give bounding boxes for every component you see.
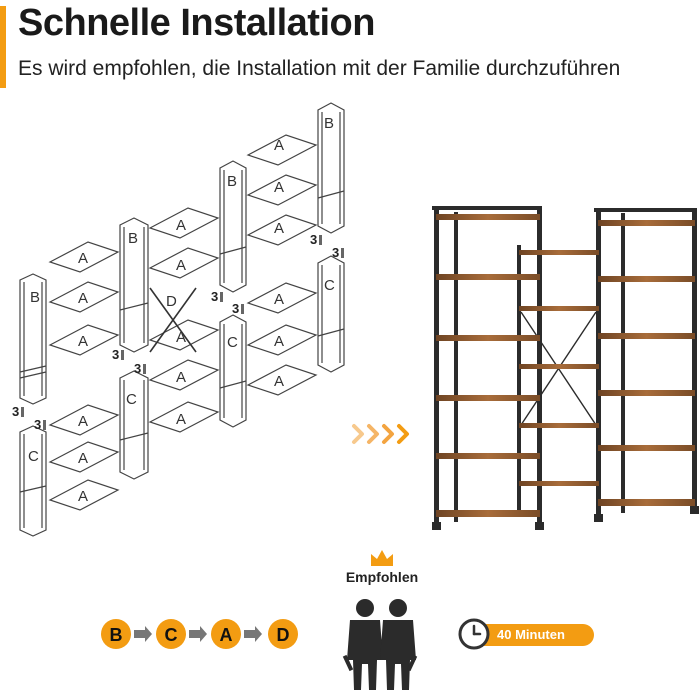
screw-count: 3: [34, 417, 41, 432]
frame-c-right: [317, 255, 345, 373]
part-label-a: A: [78, 488, 88, 505]
part-label-a: A: [176, 329, 186, 346]
part-label-c: C: [227, 334, 238, 351]
people-with-wrenches-icon: [342, 599, 418, 690]
step-label: D: [277, 625, 290, 645]
part-label-a: A: [274, 179, 284, 196]
part-label-a: A: [78, 290, 88, 307]
part-label-d: D: [166, 293, 177, 310]
part-label-c: C: [324, 277, 335, 294]
recommendation-badge: Empfohlen: [342, 550, 418, 690]
screw-count: 3: [134, 361, 141, 376]
exploded-parts-diagram: B C A A A A A A: [12, 102, 345, 537]
part-label-a: A: [176, 257, 186, 274]
part-label-a: A: [274, 373, 284, 390]
part-label-a: A: [274, 291, 284, 308]
part-label-b: B: [324, 115, 334, 132]
step-label: B: [110, 625, 123, 645]
part-label-b: B: [227, 173, 237, 190]
step-1: B: [101, 619, 131, 649]
step-label: A: [220, 625, 233, 645]
screw-count: 3: [211, 289, 218, 304]
part-label-a: A: [176, 369, 186, 386]
frame-b-right: [317, 102, 345, 234]
time-badge: 40 Minuten: [458, 618, 594, 650]
frame-c-mid-left: [119, 370, 149, 480]
assembly-steps: B C A D: [101, 619, 298, 649]
part-label-c: C: [126, 391, 137, 408]
frame-b-left: [19, 273, 47, 405]
part-label-a: A: [274, 137, 284, 154]
step-2: C: [156, 619, 186, 649]
step-3: A: [211, 619, 241, 649]
part-label-c: C: [28, 448, 39, 465]
frame-c-left: [19, 425, 47, 537]
cross-brace-d: [149, 287, 197, 353]
part-label-a: A: [176, 217, 186, 234]
part-label-a: A: [78, 250, 88, 267]
frame-b-mid-left: [119, 217, 149, 353]
page-title: Schnelle Installation: [18, 2, 375, 44]
shelf-a-group-2: [148, 207, 220, 433]
part-label-a: A: [176, 411, 186, 428]
part-label-b: B: [128, 230, 138, 247]
step-label: C: [165, 625, 178, 645]
time-label: 40 Minuten: [497, 627, 565, 642]
shelf-a-group-3: [246, 134, 318, 396]
progress-arrows: [352, 424, 409, 444]
assembled-bookshelf: [432, 206, 699, 530]
frame-c-mid-right: [219, 314, 247, 428]
screw-count: 3: [310, 232, 317, 247]
screw-count: 3: [232, 301, 239, 316]
page-subtitle: Es wird empfohlen, die Installation mit …: [18, 57, 621, 80]
part-label-a: A: [274, 220, 284, 237]
part-label-a: A: [78, 413, 88, 430]
part-label-b: B: [30, 289, 40, 306]
part-label-a: A: [78, 333, 88, 350]
step-4: D: [268, 619, 298, 649]
recommendation-label: Empfohlen: [346, 569, 418, 585]
step-arrow-icon: [244, 626, 262, 642]
step-arrow-icon: [134, 626, 152, 642]
screw-count: 3: [12, 404, 19, 419]
accent-bar: [0, 6, 6, 88]
frame-b-mid-right: [219, 160, 247, 293]
screw-indicators: 3 3 3 3 3 3 3 3: [12, 232, 344, 432]
clock-icon: [458, 618, 490, 650]
screw-count: 3: [332, 245, 339, 260]
crown-icon: [371, 550, 393, 566]
part-label-a: A: [274, 333, 284, 350]
part-label-a: A: [78, 450, 88, 467]
step-arrow-icon: [189, 626, 207, 642]
screw-count: 3: [112, 347, 119, 362]
shelf-a-group-1: [48, 241, 120, 511]
